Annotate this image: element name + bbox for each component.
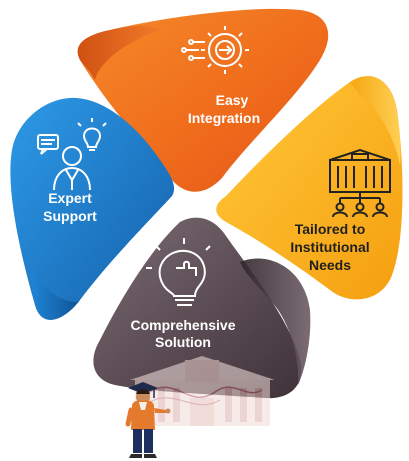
tailored-petal bbox=[216, 76, 403, 300]
comprehensive-petal bbox=[93, 217, 311, 399]
gear-arrow-circuit-icon bbox=[181, 26, 249, 74]
comprehensive-title-line-1: Comprehensive bbox=[130, 317, 235, 333]
university-building-illustration bbox=[130, 356, 275, 426]
tailored-title-line-3: Needs bbox=[309, 257, 351, 273]
tailored-title-line-2: Institutional bbox=[290, 239, 369, 255]
graduate-student-illustration bbox=[125, 382, 171, 458]
expert-support-title-line-2: Support bbox=[43, 208, 97, 224]
easy-integration-title-line-1: Easy bbox=[216, 92, 249, 108]
easy-integration-petal bbox=[77, 8, 329, 192]
institution-people-icon bbox=[329, 148, 391, 218]
comprehensive-title-line-2: Solution bbox=[155, 334, 211, 350]
expert-support-petal bbox=[10, 97, 175, 320]
tailored-title-line-1: Tailored to bbox=[295, 221, 366, 237]
lightbulb-puzzle-icon bbox=[146, 238, 211, 306]
easy-integration-title-line-2: Integration bbox=[188, 110, 260, 126]
person-chat-idea-icon bbox=[37, 118, 107, 191]
expert-support-title-line-1: Expert bbox=[48, 190, 92, 206]
